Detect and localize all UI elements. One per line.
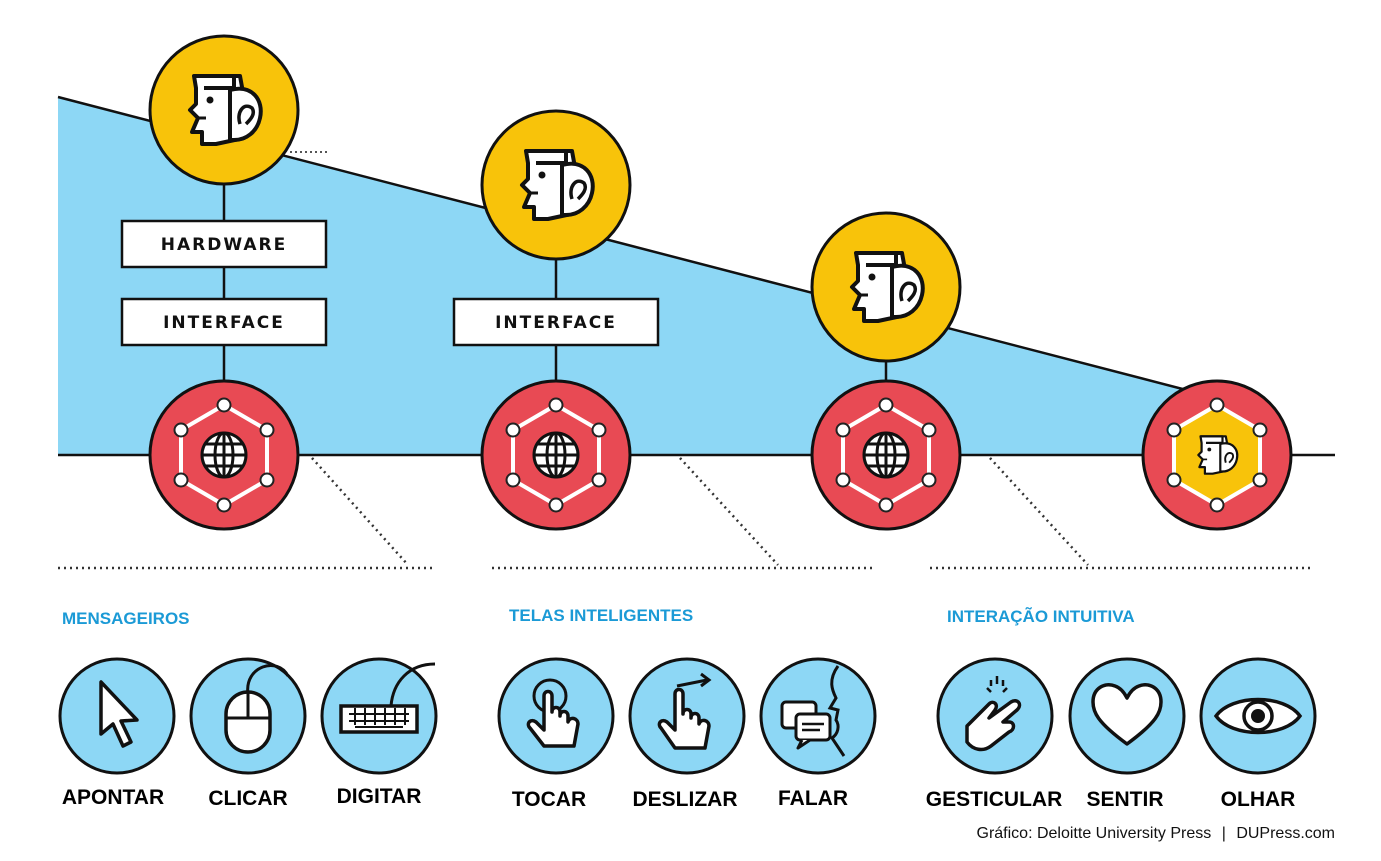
stage-1: HARDWARE INTERFACE — [120, 34, 328, 531]
interface-box-label: INTERFACE — [163, 313, 285, 333]
action-label-sentir: SENTIR — [1086, 788, 1164, 811]
action-label-olhar: OLHAR — [1220, 788, 1296, 811]
hardware-box-label: HARDWARE — [161, 235, 287, 255]
interface-box-label: INTERFACE — [495, 313, 617, 333]
heart-icon — [1091, 683, 1163, 746]
credit-publisher: Deloitte University Press — [1036, 825, 1212, 842]
keyboard-icon — [339, 662, 436, 734]
action-label-falar: FALAR — [778, 787, 848, 810]
speech-icon — [780, 665, 846, 757]
action-label-tocar: TOCAR — [511, 788, 587, 811]
interface-box — [452, 297, 660, 347]
credit-line: Gráfico: Deloitte University Press | DUP… — [977, 825, 1336, 843]
tap-hand-icon — [526, 678, 580, 748]
section-title-telas-inteligentes: TELAS INTELIGENTES — [509, 606, 694, 625]
gesture-hand-icon — [965, 676, 1022, 752]
action-label-digitar: DIGITAR — [336, 785, 422, 808]
hardware-box — [120, 219, 328, 269]
mouse-icon — [224, 664, 290, 754]
action-label-clicar: CLICAR — [208, 787, 288, 810]
section-title-interacao-intuitiva: INTERAÇÃO INTUITIVA — [947, 607, 1135, 626]
section-pointers — [58, 457, 1313, 570]
action-label-deslizar: DESLIZAR — [632, 788, 738, 811]
action-label-apontar: APONTAR — [61, 786, 165, 809]
stage-3 — [810, 211, 962, 531]
section-title-mensageiros: MENSAGEIROS — [62, 609, 190, 628]
swipe-hand-icon — [657, 672, 712, 750]
eye-icon — [1213, 697, 1303, 735]
interface-box — [120, 297, 328, 347]
credit-separator: | — [1221, 825, 1226, 842]
credit-site: DUPress.com — [1236, 825, 1335, 842]
stage-4 — [1141, 379, 1293, 531]
cursor-arrow-icon — [99, 680, 139, 748]
stage-2: INTERFACE — [452, 109, 660, 531]
action-label-gesticular: GESTICULAR — [925, 788, 1063, 811]
credit-prefix: Gráfico: — [976, 825, 1033, 842]
evolution-wedge — [58, 97, 1225, 455]
